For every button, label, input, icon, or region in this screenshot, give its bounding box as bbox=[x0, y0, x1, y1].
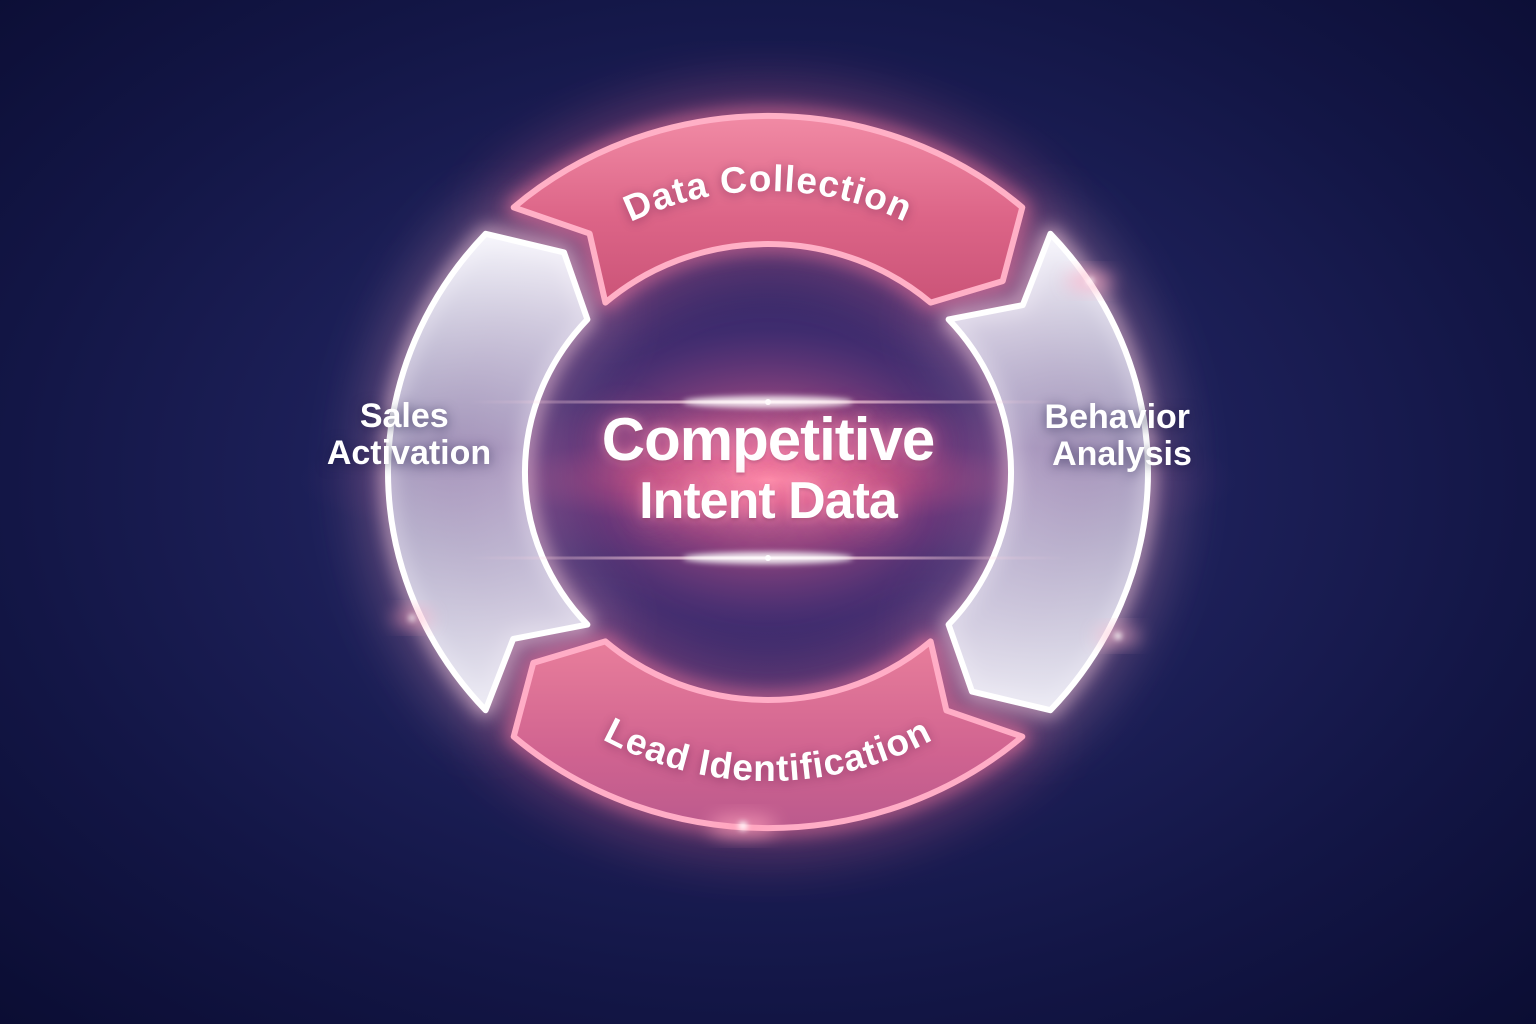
label-line: Activation bbox=[327, 434, 491, 472]
sparkle bbox=[1096, 628, 1140, 644]
label-line: Sales bbox=[360, 397, 449, 435]
segment-lead-identification-arrow bbox=[510, 638, 1026, 831]
sparkle bbox=[709, 816, 777, 836]
label-behavior-analysis: Behavior Analysis bbox=[1045, 398, 1200, 473]
segment-behavior-analysis-arrow bbox=[945, 230, 1151, 714]
lens-flare-upper bbox=[468, 396, 1068, 408]
label-line: Behavior bbox=[1045, 398, 1191, 436]
segment-sales-activation-arrow bbox=[385, 230, 591, 714]
label-line: Analysis bbox=[1052, 435, 1192, 473]
label-sales-activation: Sales Activation bbox=[327, 397, 491, 472]
lens-flare-dot bbox=[765, 555, 771, 561]
lens-flare-lower bbox=[468, 552, 1068, 564]
sparkle bbox=[1066, 272, 1114, 290]
segment-data-collection-arrow bbox=[510, 113, 1026, 306]
sparkle bbox=[392, 610, 432, 626]
lens-flare-dot bbox=[765, 399, 771, 405]
